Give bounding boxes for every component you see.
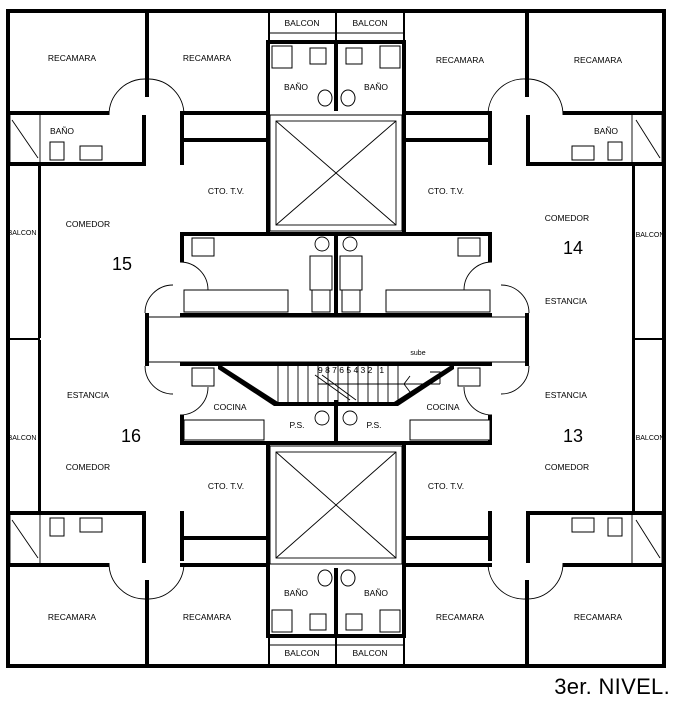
label-recamara-tc: RECAMARA [183, 53, 232, 63]
unit-numbers: 15 14 16 13 [112, 238, 583, 446]
label-recamara-tl: RECAMARA [48, 53, 97, 63]
label-comedor-16: COMEDOR [66, 462, 110, 472]
label-balcon-side-ur: BALCON [636, 232, 665, 239]
label-recamara-bl: RECAMARA [48, 612, 97, 622]
unit-number-15: 15 [112, 254, 132, 274]
room-labels: RECAMARA RECAMARA RECAMARA RECAMARA RECA… [8, 18, 665, 658]
label-bano-bottom-left: BAÑO [284, 588, 308, 598]
label-recamara-bcr: RECAMARA [436, 612, 485, 622]
label-comedor-13: COMEDOR [545, 462, 589, 472]
fixtures [49, 45, 623, 633]
label-balcon-side-ll: BALCON [8, 435, 37, 442]
label-balcon-top-right: BALCON [353, 18, 388, 28]
label-comedor-15: COMEDOR [66, 219, 110, 229]
label-comedor-14: COMEDOR [545, 213, 589, 223]
label-balcon-side-ul: BALCON [8, 230, 37, 237]
label-recamara-tcr: RECAMARA [436, 55, 485, 65]
label-balcon-side-lr: BALCON [636, 435, 665, 442]
label-estancia-16: ESTANCIA [67, 390, 109, 400]
door-swings [108, 78, 564, 600]
label-cto-tv-br: CTO. T.V. [428, 481, 464, 491]
level-title: 3er. NIVEL. [554, 674, 670, 699]
label-balcon-bottom-right: BALCON [353, 648, 388, 658]
label-cto-tv-tr: CTO. T.V. [428, 186, 464, 196]
label-recamara-tr: RECAMARA [574, 55, 623, 65]
thin-lines [9, 32, 663, 646]
walls [6, 9, 666, 668]
label-estancia-13: ESTANCIA [545, 390, 587, 400]
unit-number-16: 16 [121, 426, 141, 446]
label-cocina-left: COCINA [213, 402, 246, 412]
unit-number-13: 13 [563, 426, 583, 446]
light-shaft-top [269, 114, 403, 232]
label-balcon-bottom-left: BALCON [285, 648, 320, 658]
label-stair-numbers: 9 8 7 6 5 4 3 2 1 [318, 365, 384, 375]
label-recamara-br: RECAMARA [574, 612, 623, 622]
label-ps-right: P.S. [367, 420, 382, 430]
unit-number-14: 14 [563, 238, 583, 258]
label-estancia-14: ESTANCIA [545, 296, 587, 306]
label-sube: sube [410, 350, 425, 357]
label-bano-side-tl: BAÑO [50, 126, 74, 136]
label-bano-top-right: BAÑO [364, 82, 388, 92]
label-bano-bottom-right: BAÑO [364, 588, 388, 598]
light-shaft-bottom [269, 445, 403, 565]
label-cocina-right: COCINA [426, 402, 459, 412]
label-bano-top-left: BAÑO [284, 82, 308, 92]
label-balcon-top-left: BALCON [285, 18, 320, 28]
label-ps-left: P.S. [290, 420, 305, 430]
label-cto-tv-bl: CTO. T.V. [208, 481, 244, 491]
label-bano-side-tr: BAÑO [594, 126, 618, 136]
label-cto-tv-tl: CTO. T.V. [208, 186, 244, 196]
label-recamara-bc: RECAMARA [183, 612, 232, 622]
staircase [277, 366, 441, 402]
